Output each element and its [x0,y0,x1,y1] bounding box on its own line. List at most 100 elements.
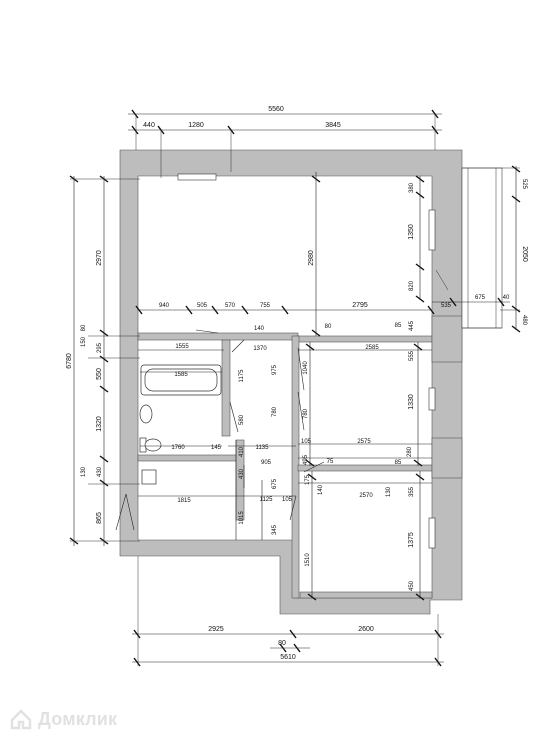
dim-75: 75 [327,459,334,465]
domclick-logo-icon [10,709,32,730]
window-room3-right [428,517,436,549]
dim-top-overall: 5560 [268,106,284,113]
dim-975: 975 [272,364,278,375]
watermark-text: Домклик [38,708,118,729]
dimension-lines [69,109,521,667]
dim-130: 130 [386,486,392,497]
dim-top-seg-3: 3845 [325,122,341,129]
balcony-outline [461,167,503,329]
dim-450: 450 [409,580,415,591]
window-kitchen-right [428,209,436,251]
dim-1510: 1510 [305,553,311,567]
wall-kitchen-bottom [137,332,299,341]
dim-1350: 1350 [408,224,415,240]
dim-left-6: 1320 [96,416,103,432]
dim-355: 355 [409,486,415,497]
dim-140: 140 [254,326,265,332]
dim-495: 495 [303,454,309,465]
dim-410: 410 [239,446,245,457]
dim-left-1: 2970 [96,250,103,266]
dim-940: 940 [159,303,170,309]
wall-right-pier-2 [431,437,463,479]
toilet-bowl [144,438,162,452]
window-room2-right [428,387,436,411]
dim-1040: 1040 [303,361,309,375]
dim-1135: 1135 [256,445,270,451]
dim-1330: 1330 [408,394,415,410]
doors [115,329,325,531]
dim-445: 445 [409,320,415,331]
dim-right-5: 40 [503,295,510,301]
dim-1760: 1760 [171,445,185,451]
dim-85a: 85 [395,323,402,329]
dim-1370: 1370 [253,346,267,352]
dim-left-7: 130 [81,466,87,477]
dim-675: 675 [272,478,278,489]
dim-2795: 2795 [352,302,368,309]
dim-1015: 1015 [239,511,245,525]
dimension-labels: 5560 440 1280 3845 2925 2600 80 5610 678… [66,106,528,661]
dim-1175: 1175 [239,369,245,383]
wall-room2-top [295,335,433,343]
dim-1125: 1125 [260,497,274,503]
wall-room2-bottom [297,464,433,472]
dim-145: 145 [211,445,222,451]
dim-820: 820 [409,280,415,291]
dim-r2-85: 85 [395,460,402,466]
dim-left-3: 80 [81,324,87,331]
fixtures [139,364,222,485]
dim-280: 280 [407,446,413,457]
wall-bath-right [221,339,231,437]
watermark: Домклик [10,708,117,730]
wall-bottom-right [299,591,433,599]
dim-bottom-mid: 80 [278,640,286,647]
dim-1555: 1555 [175,344,189,350]
dim-430b: 430 [239,468,245,479]
dim-780b: 780 [303,408,309,419]
dim-105: 105 [282,497,293,503]
dim-80a: 80 [325,324,332,330]
dim-570: 570 [225,303,236,309]
dim-left-5: 550 [96,368,103,380]
dim-r2-140: 140 [318,484,324,495]
dim-left-8: 430 [97,466,103,477]
dim-right-6: 535 [441,303,452,309]
dim-right-4: 675 [475,295,486,301]
window-top [177,173,217,181]
dim-left-2: 150 [81,336,87,347]
dim-bottom-seg-2: 2600 [358,626,374,633]
dim-380: 380 [409,182,415,193]
washer [141,469,157,485]
dim-r2-105: 105 [301,439,312,445]
dim-right-1: 525 [521,179,527,190]
dim-175: 175 [305,474,311,485]
dim-2570: 2570 [359,493,373,499]
dim-bottom-seg-1: 2925 [208,626,224,633]
dim-1375: 1375 [408,532,415,548]
dim-right-3: 480 [521,315,527,326]
dim-left-overall: 6780 [66,353,73,369]
dim-555: 555 [409,350,415,361]
dim-780a: 780 [272,406,278,417]
wall-bath-bottom [137,454,239,462]
dim-top-seg-1: 440 [143,122,155,129]
dim-2575: 2575 [357,439,371,445]
dim-1585: 1585 [174,372,188,378]
windows [177,173,449,549]
dim-345: 345 [272,524,278,535]
dim-905: 905 [261,460,272,466]
dim-left-4: 295 [97,342,103,353]
dim-580: 580 [239,414,245,425]
dim-755: 755 [260,303,271,309]
dim-505: 505 [197,303,208,309]
wall-right-pier-1 [431,315,463,363]
dim-1815: 1815 [177,498,191,504]
dim-kitchen-h: 2980 [308,250,315,266]
dim-bottom-overall: 5610 [280,654,296,661]
dim-right-2: 2050 [521,246,528,262]
dim-left-9: 865 [96,512,103,524]
sink [139,404,153,424]
walls [119,149,463,615]
balcony [461,167,503,329]
